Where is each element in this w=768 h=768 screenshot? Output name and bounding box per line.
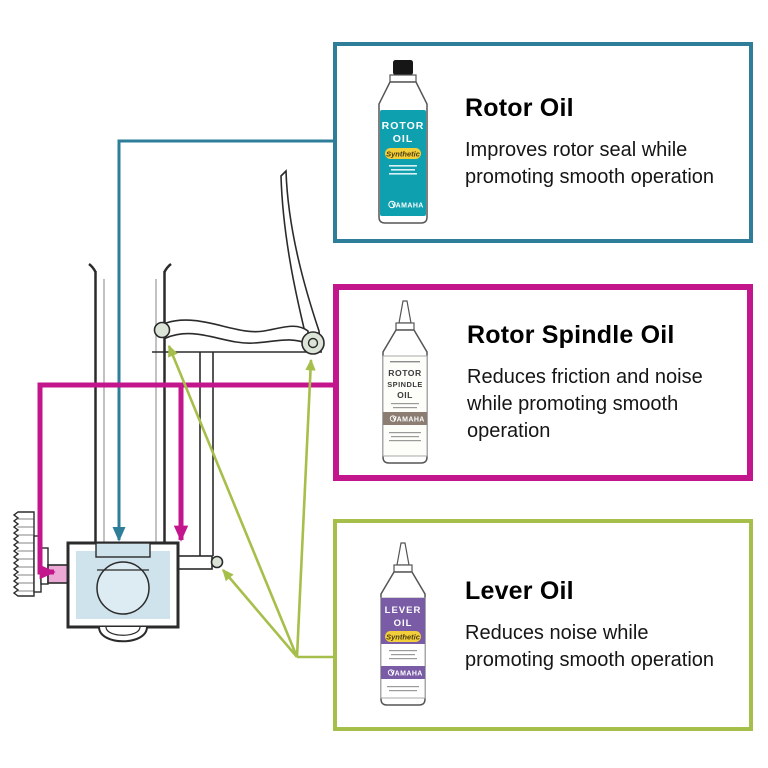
lever-bar	[165, 319, 309, 346]
bottle-label	[382, 355, 428, 456]
callout-lever-oil: LEVER OIL Synthetic YAMAHA Lever Oi	[333, 519, 753, 731]
callout-rotor-spindle-oil: ROTOR SPINDLE OIL YAMAHA Rotor Spindle O…	[333, 284, 753, 481]
brand-band	[383, 411, 427, 425]
annotation-arrows	[37, 139, 333, 659]
needle-tip	[396, 542, 410, 566]
rotor-spindle-oil-bottle: ROTOR SPINDLE OIL YAMAHA	[359, 298, 451, 468]
bottle-label-line: LEVER	[385, 605, 422, 616]
callout-description: Reduces friction and noise while promoti…	[467, 365, 703, 442]
rod-ball-end	[210, 555, 224, 569]
bottle-sub-label: Synthetic	[386, 149, 421, 158]
lever-oil-arrow-2	[295, 358, 316, 658]
label-fineprint	[389, 650, 417, 660]
rotor-spindle-oil-bottle-image: ROTOR SPINDLE OIL YAMAHA	[382, 299, 428, 464]
yamaha-logo-icon	[388, 200, 396, 208]
lever-oil-bottle-image: LEVER OIL Synthetic YAMAHA	[380, 542, 426, 706]
lever-oil-bottle: LEVER OIL Synthetic YAMAHA	[357, 540, 449, 710]
lever-ball-joint	[301, 331, 325, 355]
rotor-casing	[66, 541, 180, 643]
bottle-brand: YAMAHA	[390, 671, 422, 678]
bottle-label-line: ROTOR	[382, 120, 425, 132]
yamaha-logo-icon	[389, 414, 397, 422]
callout-copy: Lever Oil Reduces noise while promoting …	[461, 577, 735, 674]
label-fineprint	[389, 431, 421, 441]
callout-title: Rotor Spindle Oil	[467, 320, 675, 349]
lever-oil-arrow-3	[222, 569, 298, 658]
lever-oil-arrow-1	[167, 344, 299, 658]
bottle-sub-label: Synthetic	[386, 633, 421, 642]
label-fineprint	[387, 686, 419, 692]
callout-rotor-oil: ROTOR OIL Synthetic YAMAHA Rotor Oil Imp…	[333, 42, 753, 243]
callout-title: Lever Oil	[465, 576, 574, 605]
bottle-brand: YAMAHA	[391, 202, 423, 209]
yamaha-logo-icon	[387, 669, 395, 676]
bottle-label-line: SPINDLE	[387, 380, 423, 389]
rotor-oil-bottle: ROTOR OIL Synthetic YAMAHA	[357, 58, 449, 228]
rotor-oil-bottle-image: ROTOR OIL Synthetic YAMAHA	[378, 59, 428, 224]
bottle-label-line: OIL	[393, 133, 414, 145]
label-fineprint	[391, 402, 419, 408]
bottle-label-line: OIL	[397, 390, 413, 400]
label-fineprint	[389, 164, 417, 175]
rotor	[96, 561, 150, 615]
callout-description: Improves rotor seal while promoting smoo…	[465, 139, 715, 188]
valve-tube	[88, 263, 172, 543]
lever-blade	[280, 169, 321, 346]
bottle-label-line: ROTOR	[388, 368, 422, 378]
casing-top-port	[95, 542, 151, 558]
callout-copy: Rotor Spindle Oil Reduces friction and n…	[463, 321, 733, 445]
rotor-oil-arrow	[112, 139, 333, 542]
needle-tip	[398, 299, 412, 324]
callout-title: Rotor Oil	[465, 94, 574, 122]
callout-copy: Rotor Oil Improves rotor seal while prom…	[461, 94, 735, 191]
bottle-brand: YAMAHA	[392, 416, 424, 423]
bottle-label-line: OIL	[394, 618, 413, 629]
brand-band	[381, 666, 425, 679]
bottle-cap	[393, 59, 413, 75]
lever-pivot-ball	[153, 321, 171, 339]
wheel-knurling	[17, 518, 34, 592]
callout-description: Reduces noise while promoting smooth ope…	[465, 621, 715, 671]
spindle-oil-arrow-main	[37, 382, 333, 580]
bottom-cap	[98, 626, 148, 643]
rod-bracket	[177, 555, 213, 570]
bottle-label	[380, 109, 426, 216]
